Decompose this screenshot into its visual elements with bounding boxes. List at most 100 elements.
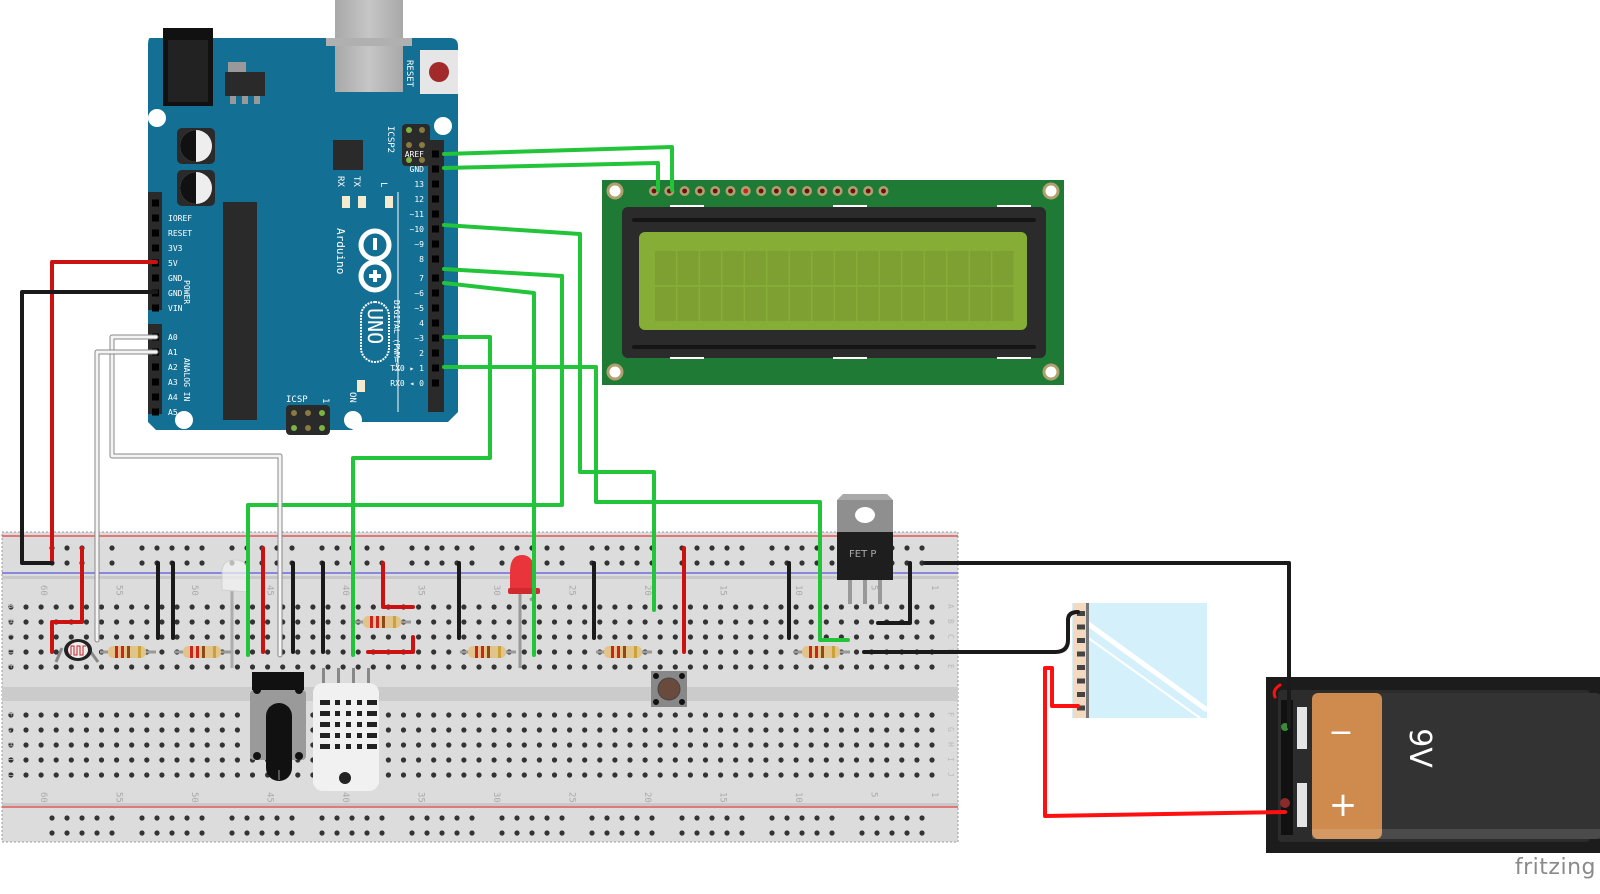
breadboard-hole[interactable]	[778, 604, 784, 610]
breadboard-hole[interactable]	[295, 649, 301, 655]
rail-hole[interactable]	[829, 560, 835, 566]
breadboard-hole[interactable]	[23, 727, 29, 733]
power-pin[interactable]	[152, 274, 159, 282]
breadboard-hole[interactable]	[295, 604, 301, 610]
breadboard-hole[interactable]	[476, 772, 482, 778]
breadboard-hole[interactable]	[808, 712, 814, 718]
breadboard-hole[interactable]	[718, 727, 724, 733]
breadboard-hole[interactable]	[68, 727, 74, 733]
breadboard-hole[interactable]	[763, 634, 769, 640]
breadboard-hole[interactable]	[234, 742, 240, 748]
breadboard-hole[interactable]	[687, 634, 694, 640]
breadboard-hole[interactable]	[672, 619, 678, 625]
rail-hole[interactable]	[319, 815, 325, 821]
breadboard-hole[interactable]	[491, 634, 497, 640]
breadboard-hole[interactable]	[8, 619, 14, 625]
breadboard-hole[interactable]	[265, 649, 271, 655]
breadboard-hole[interactable]	[23, 619, 29, 625]
breadboard-hole[interactable]	[416, 619, 422, 625]
breadboard-hole[interactable]	[823, 664, 829, 670]
breadboard-hole[interactable]	[763, 742, 769, 748]
breadboard-hole[interactable]	[521, 757, 527, 763]
rail-hole[interactable]	[469, 545, 475, 551]
digital-pin[interactable]	[432, 225, 439, 233]
breadboard-hole[interactable]	[53, 664, 59, 670]
rail-hole[interactable]	[184, 815, 190, 821]
breadboard-hole[interactable]	[98, 757, 105, 763]
rail-hole[interactable]	[274, 815, 280, 821]
9v-battery[interactable]: − + 9V	[1266, 677, 1600, 853]
breadboard-hole[interactable]	[385, 727, 391, 733]
breadboard-hole[interactable]	[249, 772, 256, 778]
breadboard-hole[interactable]	[491, 664, 497, 670]
breadboard-hole[interactable]	[355, 664, 361, 670]
rail-hole[interactable]	[859, 830, 865, 836]
breadboard-hole[interactable]	[597, 712, 603, 718]
rail-hole[interactable]	[514, 815, 520, 821]
rail-hole[interactable]	[919, 830, 925, 836]
breadboard-hole[interactable]	[68, 772, 74, 778]
breadboard-hole[interactable]	[491, 619, 497, 625]
breadboard-hole[interactable]	[899, 772, 905, 778]
breadboard-hole[interactable]	[174, 757, 180, 763]
breadboard-hole[interactable]	[340, 634, 346, 640]
rail-hole[interactable]	[799, 560, 805, 566]
breadboard-hole[interactable]	[582, 604, 588, 610]
rail-hole[interactable]	[94, 815, 100, 821]
breadboard-hole[interactable]	[521, 727, 527, 733]
digital-pin[interactable]	[432, 334, 439, 342]
rail-hole[interactable]	[589, 815, 595, 821]
breadboard-hole[interactable]	[129, 772, 135, 778]
breadboard-hole[interactable]	[778, 619, 784, 625]
breadboard-hole[interactable]	[340, 619, 346, 625]
breadboard-hole[interactable]	[476, 742, 482, 748]
breadboard-hole[interactable]	[506, 772, 512, 778]
breadboard-hole[interactable]	[657, 757, 663, 763]
analog-pin[interactable]	[152, 378, 159, 386]
breadboard-hole[interactable]	[234, 757, 240, 763]
rail-hole[interactable]	[529, 815, 535, 821]
rail-hole[interactable]	[604, 545, 610, 551]
breadboard-hole[interactable]	[733, 727, 739, 733]
rail-hole[interactable]	[379, 815, 385, 821]
wire-black[interactable]	[20, 290, 158, 565]
breadboard-hole[interactable]	[612, 727, 618, 733]
rail-hole[interactable]	[694, 830, 700, 836]
breadboard-hole[interactable]	[129, 757, 135, 763]
rail-hole[interactable]	[244, 830, 250, 836]
resistor[interactable]	[794, 646, 850, 658]
rail-hole[interactable]	[64, 815, 70, 821]
breadboard-hole[interactable]	[521, 634, 527, 640]
wire-red[interactable]	[50, 546, 84, 654]
breadboard-hole[interactable]	[265, 604, 271, 610]
breadboard-hole[interactable]	[536, 772, 543, 778]
breadboard-hole[interactable]	[129, 604, 135, 610]
power-pin[interactable]	[152, 199, 159, 207]
breadboard-hole[interactable]	[144, 712, 150, 718]
breadboard-hole[interactable]	[53, 772, 59, 778]
breadboard-hole[interactable]	[929, 757, 935, 763]
rail-hole[interactable]	[364, 545, 370, 551]
rail-hole[interactable]	[169, 815, 175, 821]
rail-hole[interactable]	[154, 545, 160, 551]
breadboard-hole[interactable]	[310, 619, 316, 625]
breadboard-hole[interactable]	[400, 664, 407, 670]
breadboard-hole[interactable]	[174, 727, 180, 733]
breadboard-hole[interactable]	[431, 604, 437, 610]
breadboard-hole[interactable]	[506, 742, 512, 748]
breadboard-hole[interactable]	[642, 712, 648, 718]
rail-hole[interactable]	[559, 830, 565, 836]
rail-hole[interactable]	[514, 545, 520, 551]
breadboard-hole[interactable]	[174, 664, 180, 670]
breadboard-hole[interactable]	[144, 757, 150, 763]
digital-pin[interactable]	[432, 304, 439, 312]
breadboard-hole[interactable]	[204, 712, 210, 718]
breadboard-hole[interactable]	[718, 712, 724, 718]
breadboard-hole[interactable]	[83, 772, 89, 778]
rail-hole[interactable]	[859, 815, 865, 821]
rail-hole[interactable]	[364, 815, 370, 821]
breadboard-hole[interactable]	[53, 634, 59, 640]
breadboard-hole[interactable]	[793, 604, 799, 610]
breadboard-hole[interactable]	[159, 772, 165, 778]
breadboard-hole[interactable]	[823, 727, 829, 733]
